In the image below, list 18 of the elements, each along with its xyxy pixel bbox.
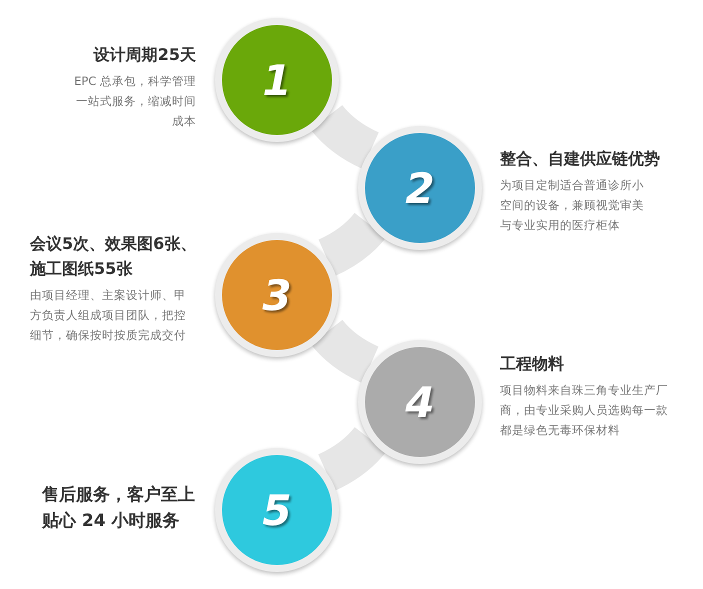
- step-heading: 售后服务，客户至上贴心 24 小时服务: [42, 484, 196, 533]
- step-description: EPC 总承包，科学管理一站式服务，缩减时间成本: [73, 73, 196, 130]
- step-heading: 设计周期25天: [92, 44, 196, 66]
- step-heading: 会议5次、效果图6张、施工图纸55张: [30, 233, 198, 280]
- step-description: 项目物料来自珠三角专业生产厂商，由专业采购人员选购每一款都是绿色无毒环保材料: [500, 382, 669, 439]
- connector-band: [318, 426, 386, 491]
- connector-band: [310, 104, 380, 169]
- step-number: 4: [405, 378, 435, 426]
- step-description: 由项目经理、主案设计师、甲方负责人组成项目团队，把控细节，确保按时按质完成交付: [30, 287, 187, 344]
- step-number: 5: [262, 486, 292, 534]
- connector-band: [311, 319, 379, 384]
- step-number: 2: [405, 164, 435, 212]
- step-number: 3: [262, 270, 292, 320]
- connector-band: [318, 212, 386, 276]
- step-number: 1: [262, 56, 292, 104]
- step-heading: 整合、自建供应链优势: [500, 148, 661, 170]
- step-heading: 工程物料: [500, 353, 565, 375]
- step-description: 为项目定制适合普通诊所小空间的设备，兼顾视觉审美与专业实用的医疗柜体: [500, 177, 645, 234]
